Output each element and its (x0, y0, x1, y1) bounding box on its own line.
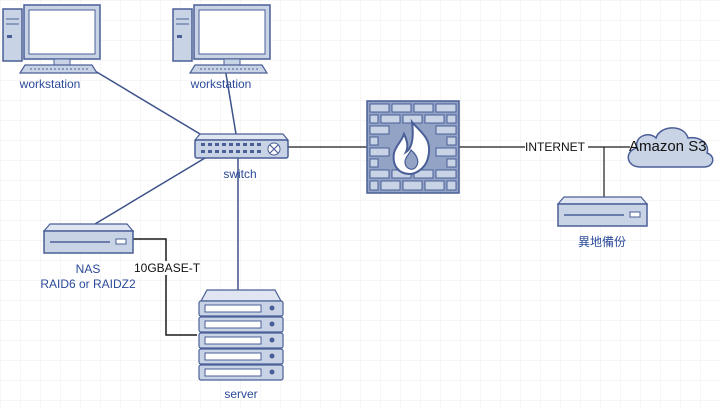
workstation-label: workstation (190, 77, 252, 91)
cloud-label: Amazon S3 (629, 138, 707, 155)
nas-raid-label: RAID6 or RAIDZ2 (40, 277, 136, 291)
workstation-label: workstation (19, 77, 81, 91)
server-label: server (224, 387, 258, 401)
link-speed-label: 10GBASE-T (134, 261, 201, 275)
cloud-icon (627, 127, 714, 168)
link-workstation1-switch (89, 67, 201, 135)
offsite-backup-label: 異地備份 (577, 235, 627, 249)
nas-icon (42, 223, 135, 254)
firewall-icon (366, 100, 460, 194)
connectors (89, 67, 630, 336)
offsite-backup-icon (556, 196, 649, 227)
link-nas-server-10g (133, 238, 197, 336)
workstation-icon (172, 4, 271, 74)
switch-label: switch (223, 167, 257, 181)
server-icon (198, 289, 284, 381)
nas-label: NAS (75, 262, 101, 276)
switch-icon (193, 133, 290, 159)
link-switch-nas (94, 157, 206, 225)
workstation-icon (2, 4, 101, 74)
link-workstation2-switch (224, 67, 237, 135)
internet-label: INTERNET (525, 140, 585, 154)
